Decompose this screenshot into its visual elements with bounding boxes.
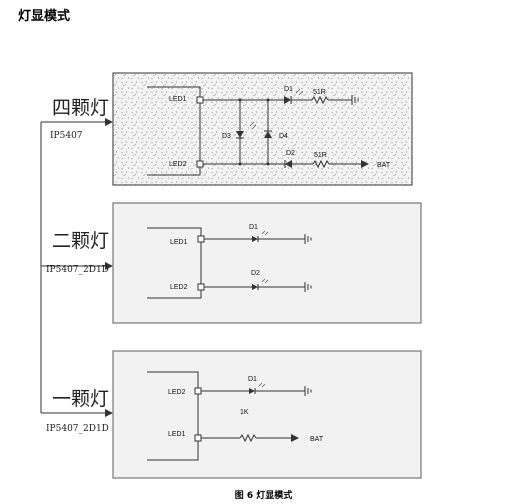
pin-led1: LED1 [169,96,187,103]
p3-r-label: 1K [240,409,249,416]
panel-two-led: LED1 LED2 D1 D2 [112,202,422,324]
d3-label: D3 [222,133,231,140]
panel-one-led: LED2 LED1 D1 1K BAT [112,350,422,479]
p2-pin-led2: LED2 [170,284,188,291]
p2-d1-label: D1 [249,224,258,231]
d1-label: D1 [284,86,293,93]
mode-title-two: 二颗灯 [52,230,109,252]
mode-part-four: IP5407 [50,131,83,141]
p3-pin-led2: LED2 [168,389,186,396]
d4-label: D4 [279,133,288,140]
r1-label: 51R [313,89,326,96]
p3-bat-label: BAT [310,436,324,443]
p2-pin-led1: LED1 [170,239,188,246]
p3-pin-led1: LED1 [168,431,186,438]
r2-label: 51R [314,152,327,159]
panel-four-led: LED1 LED2 D1 51R D2 51R BAT D3 D4 [112,72,413,186]
d2-label: D2 [286,150,295,157]
p2-d2-label: D2 [251,270,260,277]
section-heading: 灯显模式 [18,9,71,24]
figure-caption: 图 6 灯显模式 [234,491,293,501]
bat-label: BAT [377,162,391,169]
mode-part-two: IP5407_2D1D [46,265,109,275]
mode-title-four: 四颗灯 [52,97,109,119]
pin-led2: LED2 [169,161,187,168]
p3-d1-label: D1 [248,376,257,383]
mode-title-one: 一颗灯 [52,388,109,410]
mode-part-one: IP5407_2D1D [46,424,109,434]
